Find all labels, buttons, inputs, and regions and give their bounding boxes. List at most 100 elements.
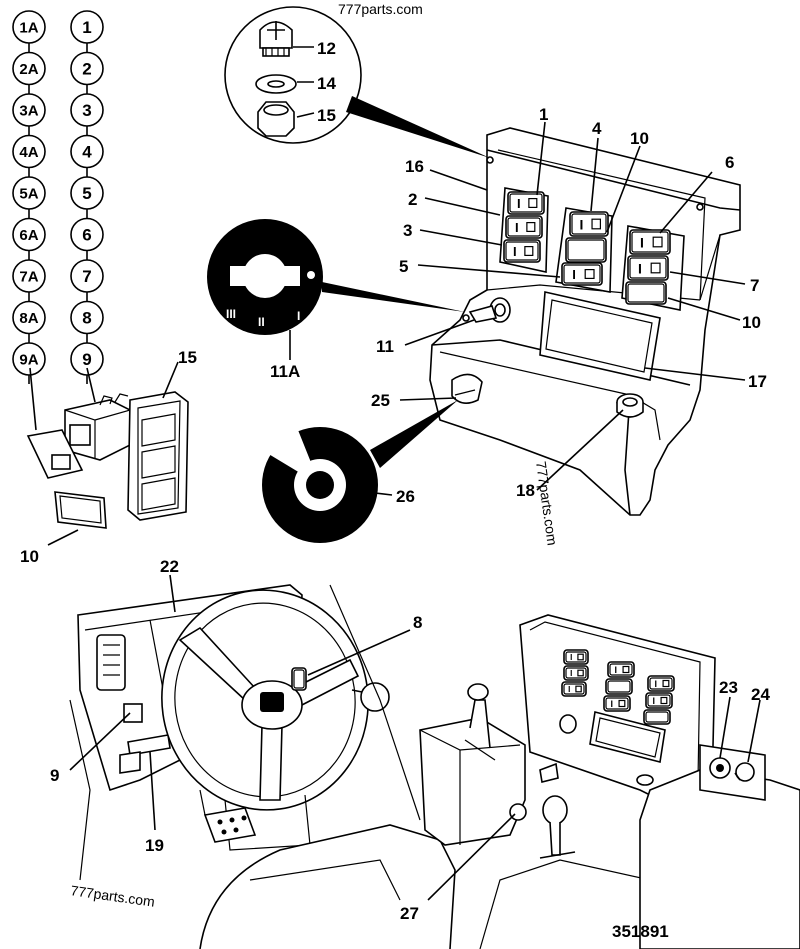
rocker-switch: I xyxy=(629,229,671,255)
key-circle-n xyxy=(70,342,104,376)
key-label-n: 3 xyxy=(82,101,91,120)
rocker-mark: I xyxy=(615,665,618,675)
callout-27: 27 xyxy=(400,904,419,923)
key-label-a: 3A xyxy=(19,103,38,120)
callout-5: 5 xyxy=(399,257,408,276)
callout-2: 2 xyxy=(408,190,417,209)
key-circle-a xyxy=(12,93,46,127)
watermark: 777parts.com xyxy=(70,882,156,910)
rocker-mark: I xyxy=(611,699,614,709)
key-label-a: 6A xyxy=(19,227,38,244)
key-label-a: 1A xyxy=(19,20,38,37)
rocker-mark: I xyxy=(640,234,644,250)
rocker-switch: I xyxy=(503,239,541,263)
callout-16: 16 xyxy=(405,157,424,176)
callout-10: 10 xyxy=(630,129,649,148)
ignition-mark: III xyxy=(226,307,236,321)
key-label-a: 7A xyxy=(19,269,38,286)
rocker-mark: I xyxy=(579,216,583,232)
key-circle-a xyxy=(12,176,46,210)
key-circle-n xyxy=(70,51,104,86)
rocker-switch: I xyxy=(645,692,673,709)
key-label-a: 5A xyxy=(19,186,38,203)
callout-3: 3 xyxy=(403,221,412,240)
upper-leaders xyxy=(374,121,746,496)
callout-10: 10 xyxy=(20,547,39,566)
callout-15: 15 xyxy=(317,106,336,125)
rocker-switch: I xyxy=(569,211,609,237)
callout-1: 1 xyxy=(539,105,548,124)
callout-23: 23 xyxy=(719,678,738,697)
fastener-detail xyxy=(224,6,490,158)
key-label-a: 4A xyxy=(19,144,38,161)
rocker-switch: I xyxy=(505,215,543,239)
rocker-switch: I xyxy=(507,191,545,215)
key-label-n: 6 xyxy=(82,226,91,245)
callout-22: 22 xyxy=(160,557,179,576)
callout-8: 8 xyxy=(413,613,422,632)
key-circle-a xyxy=(12,342,46,376)
callout-25: 25 xyxy=(371,391,390,410)
callout-19: 19 xyxy=(145,836,164,855)
key-circle-n xyxy=(70,217,104,252)
key-circle-n xyxy=(70,259,104,293)
rocker-switch: I xyxy=(563,665,589,681)
rocker-mark: I xyxy=(570,653,572,662)
key-label-n: 9 xyxy=(82,350,91,369)
key-circle-a xyxy=(12,134,46,169)
callout-17: 17 xyxy=(748,372,767,391)
figure-number: 351891 xyxy=(612,922,669,941)
rocker-mark: I xyxy=(515,220,519,235)
key-label-a: 2A xyxy=(19,61,38,78)
key-label-n: 8 xyxy=(82,309,91,328)
key-label-n: 5 xyxy=(82,184,91,203)
rocker-switch xyxy=(625,281,667,305)
callout-24: 24 xyxy=(751,685,770,704)
rocker-mark: I xyxy=(638,260,642,276)
callout-12: 12 xyxy=(317,39,336,58)
rocker-switch xyxy=(605,678,633,695)
callout-10: 10 xyxy=(742,313,761,332)
key-label-n: 4 xyxy=(82,143,92,162)
rocker-switch: I xyxy=(627,255,669,281)
ignition-symbol: III II I xyxy=(207,219,465,360)
rocker-mark: I xyxy=(513,244,517,259)
callout-9: 9 xyxy=(50,766,59,785)
rocker-mark: I xyxy=(568,685,570,694)
watermark: 777parts.com xyxy=(533,460,561,546)
key-circle-n xyxy=(70,134,104,169)
key-circle-n xyxy=(70,93,104,127)
rocker-switch xyxy=(291,667,307,691)
callout-18: 18 xyxy=(516,481,535,500)
ignition-mark: II xyxy=(258,315,265,329)
callout-labels: 12 14 15 1 4 10 16 6 2 3 5 7 10 11 11A 1… xyxy=(20,39,770,941)
key-circle-a xyxy=(12,300,46,335)
rocker-switch xyxy=(643,709,671,725)
rocker-switch: I xyxy=(561,681,587,697)
rocker-switch: I xyxy=(607,661,635,678)
rocker-mark: I xyxy=(653,696,656,706)
callout-4: 4 xyxy=(592,119,602,138)
callout-6: 6 xyxy=(725,153,734,172)
rocker-switch xyxy=(565,237,607,263)
key-circle-a xyxy=(12,217,46,252)
key-circle-a xyxy=(12,10,46,44)
ignition-mark: I xyxy=(297,309,300,323)
callout-11: 11 xyxy=(376,337,394,356)
rocker-mark: I xyxy=(655,679,658,689)
callout-14: 14 xyxy=(317,74,336,93)
key-label-a: 9A xyxy=(19,352,38,369)
key-circle-n xyxy=(70,10,104,44)
cab-interior xyxy=(69,574,800,949)
knob-symbol xyxy=(262,400,458,543)
watermark: 777parts.com xyxy=(338,1,423,17)
rocker-switch: I xyxy=(647,675,675,692)
key-circle-a xyxy=(12,259,46,293)
callout-11a: 11A xyxy=(270,362,300,381)
callout-26: 26 xyxy=(396,487,415,506)
key-label-n: 7 xyxy=(82,267,91,286)
